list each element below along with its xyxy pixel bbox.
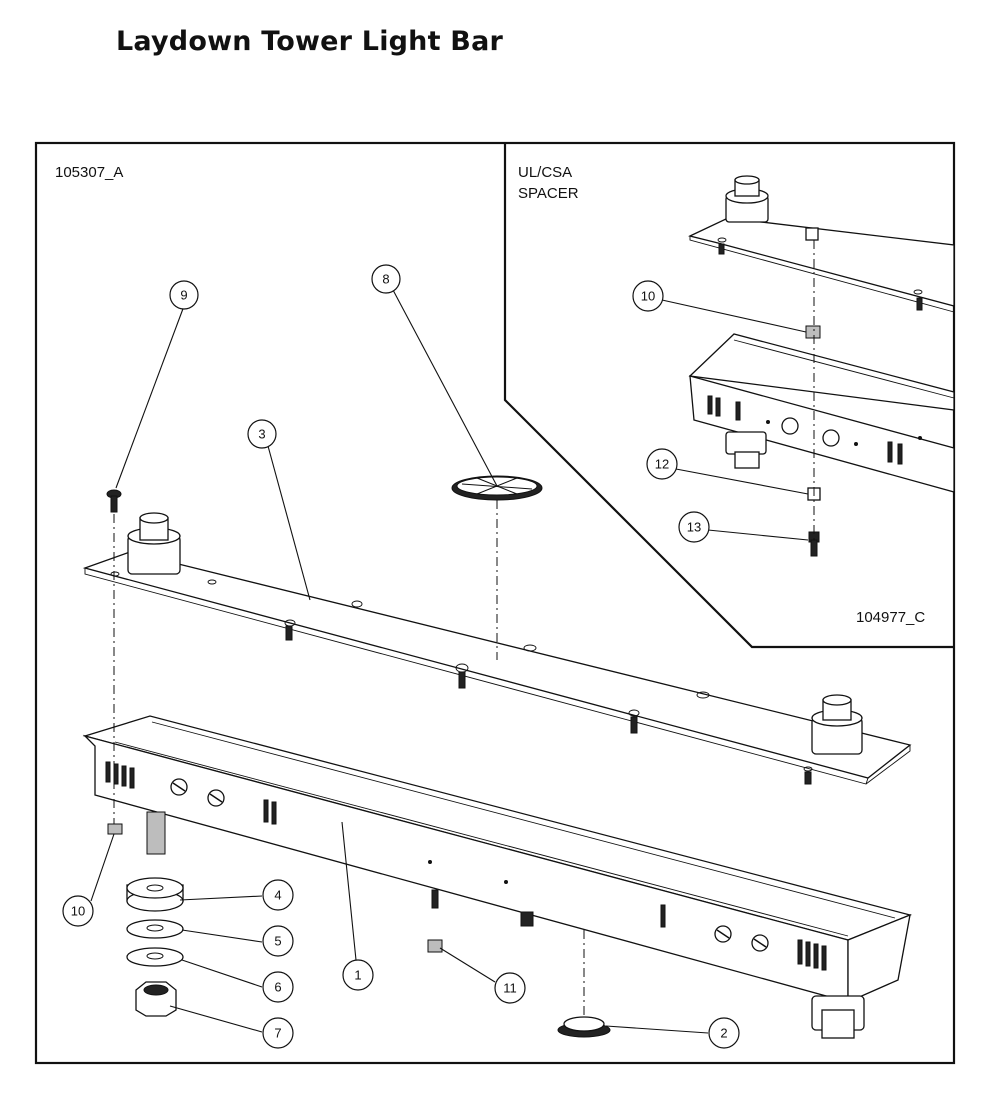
inset-label-line2: SPACER <box>518 185 579 202</box>
callout-10: 10 <box>62 895 94 927</box>
diagram-frame <box>34 141 956 1065</box>
svg-text:3: 3 <box>258 427 265 442</box>
callout-9: 9 <box>169 280 199 310</box>
callout-5: 5 <box>262 925 294 957</box>
grommet-item-8 <box>451 475 543 501</box>
svg-text:1: 1 <box>354 968 361 983</box>
inset-callout-10: 10 <box>632 280 664 312</box>
svg-text:8: 8 <box>382 272 389 287</box>
callout-8: 8 <box>371 264 401 294</box>
washer-stack <box>126 877 184 967</box>
inset-label-line1: UL/CSA <box>518 164 572 181</box>
inset-callout-13: 13 <box>678 511 710 543</box>
nut-item-7 <box>135 981 177 1017</box>
svg-text:4: 4 <box>274 888 281 903</box>
inset-callout-12: 12 <box>646 448 678 480</box>
inset-assembly <box>688 175 955 557</box>
main-housing <box>82 715 913 1039</box>
callout-3: 3 <box>247 419 277 449</box>
inset-panel-border <box>503 143 954 649</box>
page-title: Laydown Tower Light Bar <box>116 26 504 57</box>
svg-text:6: 6 <box>274 980 281 995</box>
callout-2: 2 <box>708 1017 740 1049</box>
screw-item-9 <box>106 489 122 513</box>
plug-item-2 <box>557 1016 611 1038</box>
inset-drawing-number: 104977_C <box>856 609 925 626</box>
svg-text:2: 2 <box>720 1026 727 1041</box>
svg-text:5: 5 <box>274 934 281 949</box>
svg-text:13: 13 <box>687 520 701 535</box>
svg-text:10: 10 <box>641 289 655 304</box>
callout-6: 6 <box>262 971 294 1003</box>
svg-text:7: 7 <box>274 1026 281 1041</box>
callout-7: 7 <box>262 1017 294 1049</box>
svg-text:12: 12 <box>655 457 669 472</box>
svg-text:11: 11 <box>503 981 517 996</box>
svg-text:9: 9 <box>180 288 187 303</box>
callout-1: 1 <box>342 959 374 991</box>
main-drawing-number: 105307_A <box>55 164 123 181</box>
nut-item-11 <box>427 939 443 953</box>
callout-11: 11 <box>494 972 526 1004</box>
callout-4: 4 <box>262 879 294 911</box>
top-plate <box>82 512 912 785</box>
svg-text:10: 10 <box>71 904 85 919</box>
nut-item-10 <box>107 823 123 835</box>
